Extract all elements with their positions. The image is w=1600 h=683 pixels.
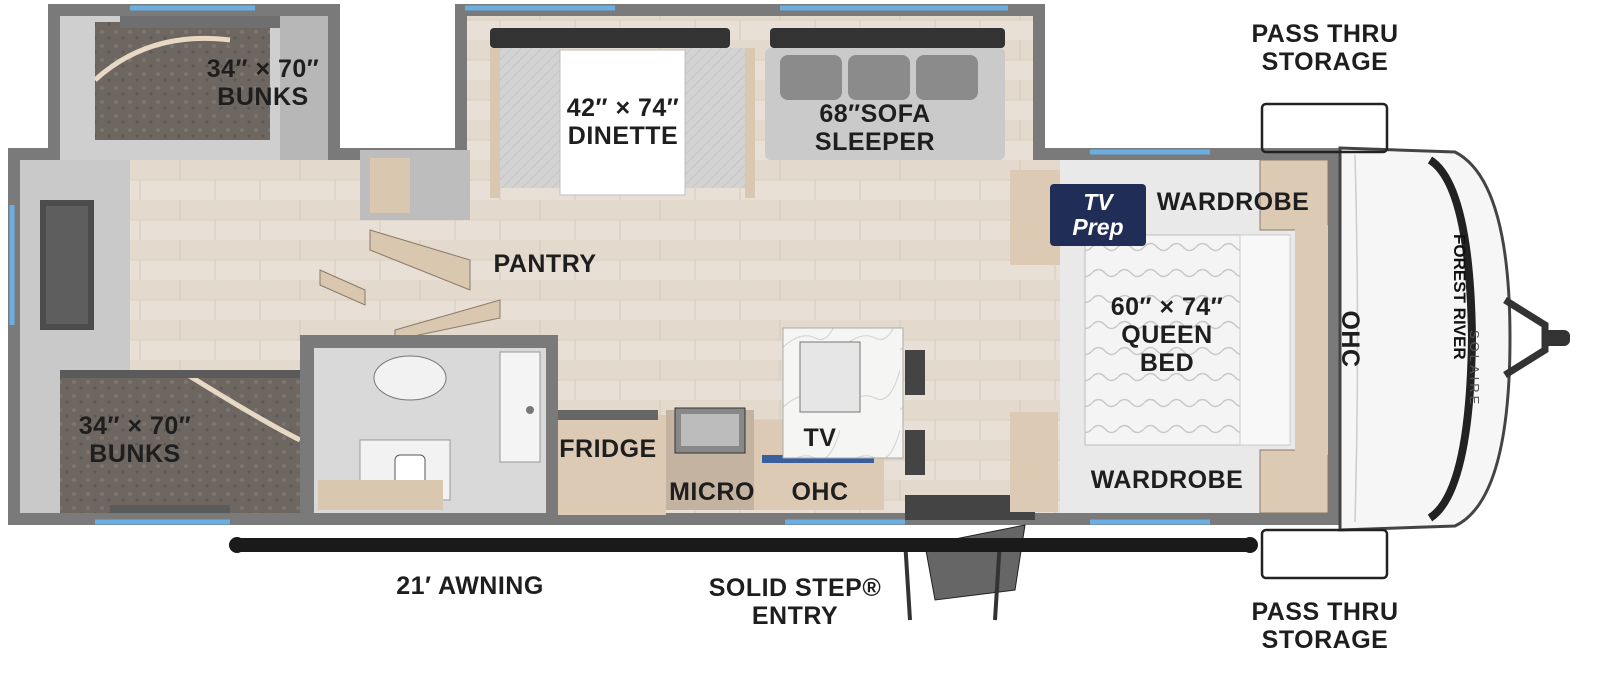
ohc-front-label: OHC [1336,310,1364,368]
kitchen [558,327,925,515]
queen-bed-label: 60″ × 74″ QUEEN BED [1110,293,1224,377]
pass-thru-storage-top [1260,102,1389,154]
hitch [1503,297,1570,378]
ohc-kitchen-label: OHC [791,478,849,506]
wardrobe-top-label: WARDROBE [1156,188,1310,216]
dinette-label: 42″ × 74″ DINETTE [566,94,680,150]
tv-label: TV [803,424,837,452]
front-cap [1338,146,1512,532]
queen-bed-icon [1084,234,1241,446]
pantry-shelves [319,150,501,341]
pass-thru-storage-top-label: PASS THRU STORAGE [1251,20,1399,76]
windows [9,5,1210,525]
brand-name: FOREST RIVER [1450,234,1469,360]
sofa-sleeper-label: 68″SOFA SLEEPER [814,100,936,156]
brand-model: SOLAIRE [1467,330,1480,407]
pass-thru-storage-bottom [1260,528,1389,580]
micro-label: MICRO [669,478,755,506]
bunks-bottom-label: 34″ × 70″ BUNKS [78,412,192,468]
brand-logo: FOREST RIVER SOLAIRE [1440,230,1482,470]
sink-icon [799,341,861,413]
bunk-top [60,16,328,160]
awning [229,537,1258,553]
toilet-icon [373,355,447,401]
tv-prep-badge: TV Prep [1050,184,1146,246]
entry-label: SOLID STEP® ENTRY [708,574,882,630]
pantry-label: PANTRY [493,250,597,278]
bunk-bottom [60,367,302,513]
wardrobe-bottom-label: WARDROBE [1090,466,1244,494]
bathroom [300,335,558,520]
dinette [490,28,755,198]
bunks-top-label: 34″ × 70″ BUNKS [206,55,320,111]
entry-door [903,495,1035,621]
pass-thru-storage-bottom-label: PASS THRU STORAGE [1251,598,1399,654]
fridge-label: FRIDGE [559,435,657,463]
awning-label: 21′ AWNING [396,572,544,600]
sofa-sleeper [765,28,1005,160]
